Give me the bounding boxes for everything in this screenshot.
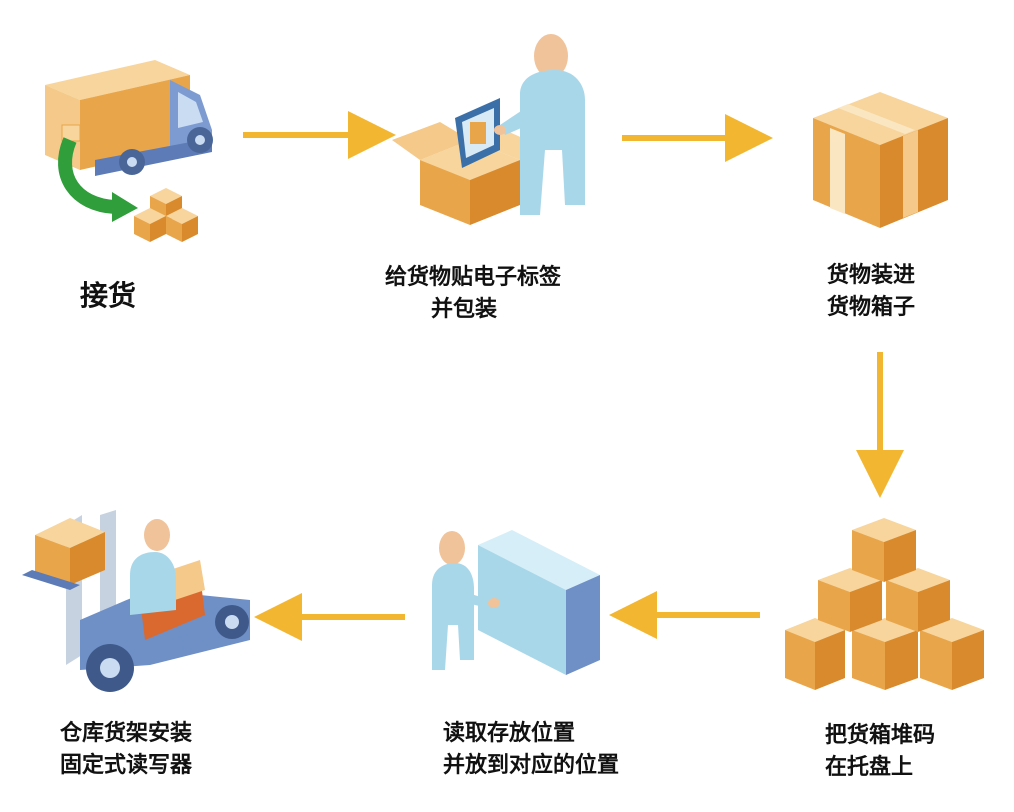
step-label-line: 读取存放位置 [443,721,576,746]
step-label-line: 并包装 [431,297,498,322]
step-label-tag: 给货物贴电子标签 并包装 [385,262,561,326]
step-label-box: 货物装进 货物箱子 [827,260,915,324]
worker-shelf-icon [432,530,600,675]
arrows [243,111,904,641]
step-label-stack: 把货箱堆码 在托盘上 [825,720,935,784]
step-label-line: 并放到对应的位置 [443,753,620,778]
forklift-icon [22,510,250,692]
step-label-line: 把货箱堆码 [825,723,936,748]
step-label-read: 读取存放位置 并放到对应的位置 [443,718,619,782]
sealed-box-icon [813,92,948,228]
step-label-line: 货物箱子 [827,295,916,320]
step-label-line: 货物装进 [827,263,916,288]
step-label-line: 给货物贴电子标签 [385,265,562,290]
stacked-boxes-icon [785,518,984,690]
step-label-line: 接货 [80,279,137,312]
step-label-line: 在托盘上 [825,755,914,780]
step-label-forklift: 仓库货架安装 固定式读写器 [60,718,192,782]
delivery-truck-icon [45,60,213,242]
small-boxes-icon [134,188,198,242]
step-label-receive: 接货 [80,280,136,312]
step-label-line: 仓库货架安装 [60,721,193,746]
step-label-line: 固定式读写器 [60,753,193,778]
worker-tagging-box-icon [392,34,585,225]
